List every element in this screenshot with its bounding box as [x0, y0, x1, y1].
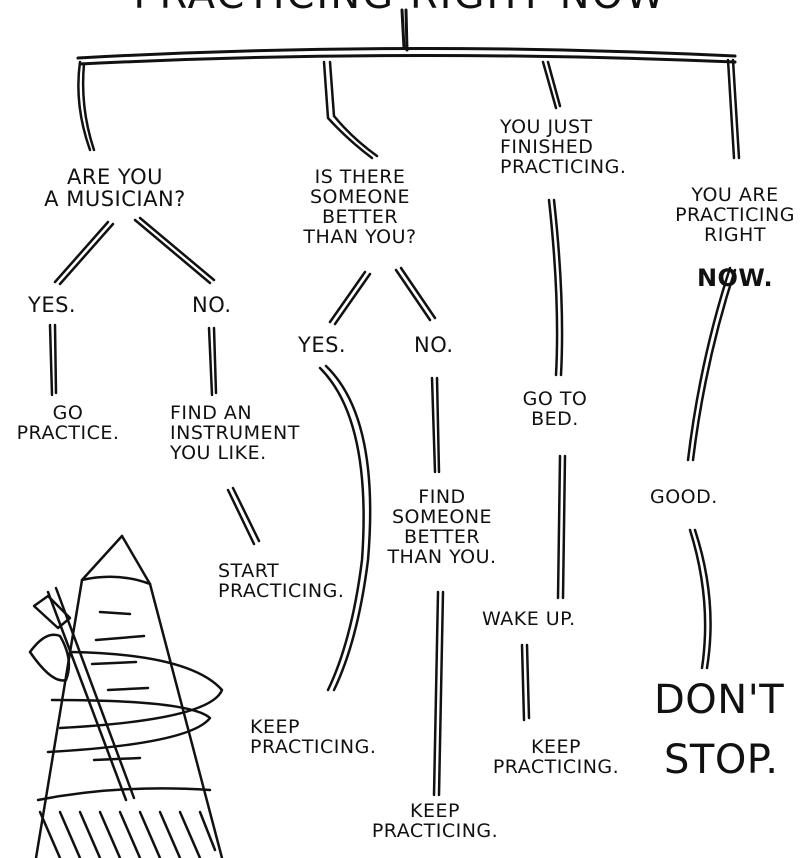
answer-yes-musician: YES. [28, 293, 77, 317]
final-keep-practicing-2: KEEP PRACTICING. [371, 800, 499, 842]
question-just-finished: YOU JUST FINISHED PRACTICING. [500, 116, 627, 178]
step-wake-up: WAKE UP. [482, 608, 576, 630]
metronome-illustration [28, 534, 224, 858]
answer-yes-better: YES. [298, 333, 347, 357]
page-title: PRACTICING RIGHT NOW [80, 0, 720, 16]
final-keep-practicing-3: KEEP PRACTICING. [492, 736, 620, 778]
final-dont: DON'T [654, 677, 785, 723]
connector-now [686, 58, 741, 670]
connector-trunk [76, 8, 737, 66]
question-someone-better: IS THERE SOMEONE BETTER THAN YOU? [303, 166, 417, 248]
connector-musician [48, 60, 261, 546]
question-practicing-now-emphasis: NOW. [696, 263, 774, 292]
connector-better [318, 60, 445, 797]
result-good: GOOD. [650, 486, 718, 508]
connector-finished [520, 60, 567, 722]
question-musician: ARE YOU A MUSICIAN? [44, 165, 186, 212]
result-start-practicing: START PRACTICING. [218, 560, 345, 602]
question-practicing-now-text: YOU ARE PRACTICING RIGHT [675, 183, 795, 246]
final-stop: STOP. [664, 737, 779, 783]
final-keep-practicing-1: KEEP PRACTICING. [250, 716, 377, 758]
answer-no-musician: NO. [192, 293, 232, 317]
answer-no-better: NO. [414, 333, 454, 357]
result-find-someone-better: FIND SOMEONE BETTER THAN YOU. [387, 486, 497, 568]
question-practicing-now: YOU ARE PRACTICING RIGHT NOW. [672, 166, 798, 291]
result-find-instrument: FIND AN INSTRUMENT YOU LIKE. [170, 402, 300, 464]
step-go-to-bed: GO TO BED. [522, 388, 588, 430]
result-go-practice: GO PRACTICE. [16, 402, 120, 444]
